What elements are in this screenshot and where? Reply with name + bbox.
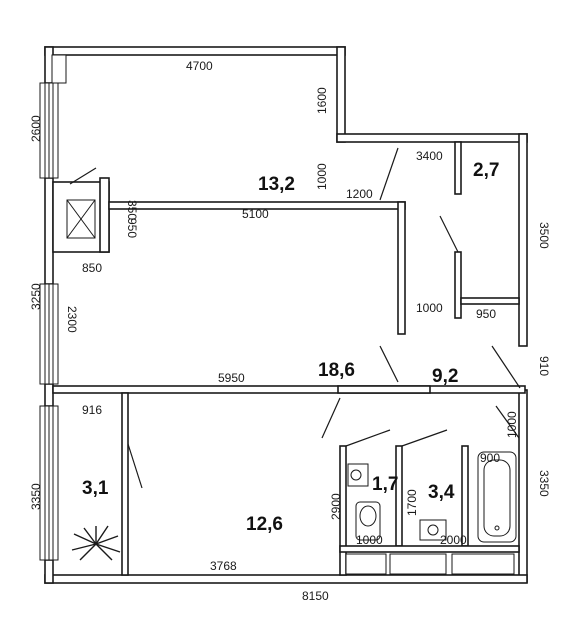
dim-3350b: 3350 xyxy=(537,470,551,497)
area-room-storage: 2,7 xyxy=(473,160,499,181)
dim-1700: 1700 xyxy=(405,489,419,516)
dim-350: 350 xyxy=(125,200,139,220)
area-room-balcony: 3,1 xyxy=(82,478,109,499)
dim-1200: 1200 xyxy=(346,187,373,201)
dim-2600: 2600 xyxy=(29,115,43,142)
dim-5950: 5950 xyxy=(218,371,245,385)
dim-1000b: 1000 xyxy=(416,301,443,315)
dim-950a: 950 xyxy=(125,218,139,238)
area-room-wc: 1,7 xyxy=(372,474,398,495)
dim-2300: 2300 xyxy=(65,306,79,333)
dim-3500: 3500 xyxy=(537,222,551,249)
dim-910: 910 xyxy=(537,356,551,376)
dimension-labels: 4700 1600 2600 3400 1000 1200 350 950 85… xyxy=(29,59,551,603)
dim-3400: 3400 xyxy=(416,149,443,163)
dim-916: 916 xyxy=(82,403,102,417)
dim-850: 850 xyxy=(82,261,102,275)
room-areas: 13,2 18,6 9,2 2,7 3,1 12,6 1,7 3,4 xyxy=(82,160,499,535)
fixtures xyxy=(71,451,517,575)
dim-1000c: 1000 xyxy=(505,411,519,438)
dim-2000: 2000 xyxy=(440,533,467,547)
dim-950b: 950 xyxy=(476,307,496,321)
interior-walls xyxy=(52,141,526,576)
dim-8150: 8150 xyxy=(302,589,329,603)
dim-3768: 3768 xyxy=(210,559,237,573)
dim-900: 900 xyxy=(480,451,500,465)
area-room-middle: 18,6 xyxy=(318,360,355,381)
area-room-top: 13,2 xyxy=(258,174,295,195)
doors xyxy=(69,147,521,489)
dim-3250: 3250 xyxy=(29,283,43,310)
ventilation-shaft xyxy=(52,177,110,253)
dim-1000a: 1000 xyxy=(315,163,329,190)
area-room-bottom: 12,6 xyxy=(246,514,283,535)
plant-icon xyxy=(71,525,121,561)
windows xyxy=(39,54,67,561)
dim-1000d: 1000 xyxy=(356,533,383,547)
dim-2900: 2900 xyxy=(329,493,343,520)
area-room-hall: 9,2 xyxy=(432,366,458,387)
dim-5100: 5100 xyxy=(242,207,269,221)
dim-1600: 1600 xyxy=(315,87,329,114)
area-room-bath: 3,4 xyxy=(428,482,455,503)
dim-4700: 4700 xyxy=(186,59,213,73)
dim-3350a: 3350 xyxy=(29,483,43,510)
